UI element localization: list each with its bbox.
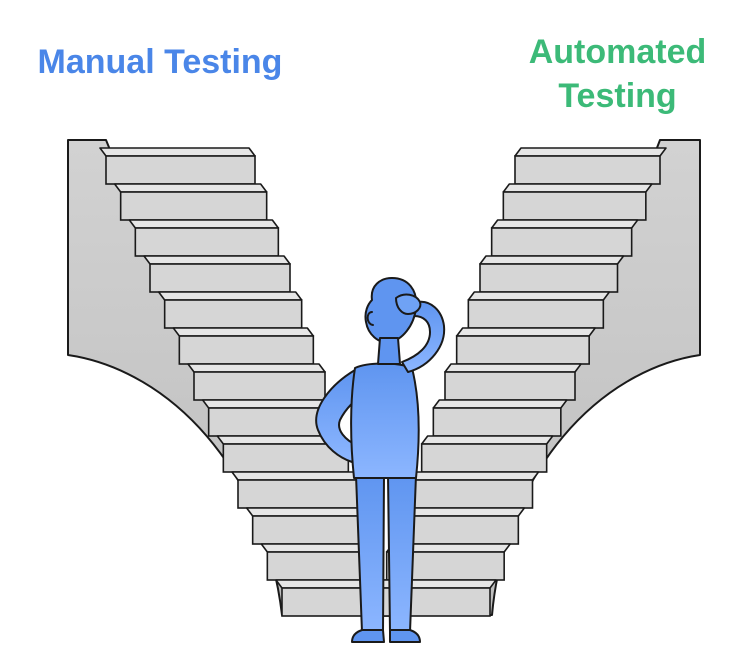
right-stair-riser-2 xyxy=(502,191,647,221)
right-stair-tread-6 xyxy=(455,327,596,337)
left-stair-riser-11 xyxy=(251,515,373,545)
left-stair-tread-1 xyxy=(99,147,256,157)
right-stair-riser-6 xyxy=(455,335,590,365)
person-torso xyxy=(350,362,420,479)
staircase-left-side xyxy=(67,139,301,616)
right-stair-tread-11 xyxy=(397,507,526,517)
left-stair-tread-8 xyxy=(201,399,338,409)
left-stair-riser-1 xyxy=(105,155,256,185)
staircase-right xyxy=(374,139,701,617)
person-neck xyxy=(377,337,401,365)
right-stair-riser-10 xyxy=(409,479,534,509)
person-right-shoe xyxy=(389,629,421,643)
left-stair-riser-2 xyxy=(119,191,268,221)
right-stair-riser-4 xyxy=(479,263,619,293)
right-stair-tread-7 xyxy=(444,363,582,373)
person-ear xyxy=(366,311,374,326)
left-stair-tread-5 xyxy=(157,291,303,301)
staircase-right-steps xyxy=(374,147,667,617)
right-stair-tread-5 xyxy=(467,291,611,301)
confused-person-icon xyxy=(315,277,446,643)
right-stair-tread-9 xyxy=(420,435,554,445)
left-stair-riser-6 xyxy=(178,335,315,365)
right-stair-tread-3 xyxy=(490,219,639,229)
right-stair-riser-11 xyxy=(397,515,520,545)
right-stair-riser-7 xyxy=(444,371,576,401)
left-stair-riser-5 xyxy=(163,299,303,329)
right-stair-tread-8 xyxy=(432,399,568,409)
right-stair-riser-3 xyxy=(490,227,633,257)
right-stair-riser-5 xyxy=(467,299,605,329)
right-stair-riser-8 xyxy=(432,407,562,437)
right-stair-riser-9 xyxy=(420,443,548,473)
left-stair-riser-4 xyxy=(149,263,291,293)
automated-testing-label: Automated Testing xyxy=(528,33,707,115)
left-stair-riser-10 xyxy=(237,479,361,509)
person-left-shoe xyxy=(351,629,385,643)
left-stair-tread-3 xyxy=(128,219,280,229)
right-stair-tread-2 xyxy=(502,183,653,193)
left-stair-tread-2 xyxy=(113,183,268,193)
right-stair-tread-1 xyxy=(514,147,667,157)
left-stair-tread-11 xyxy=(245,507,373,517)
left-stair-riser-7 xyxy=(193,371,326,401)
left-stair-riser-3 xyxy=(134,227,280,257)
staircase-right-side xyxy=(477,139,701,616)
person-right-hand xyxy=(395,293,422,315)
left-stair-tread-4 xyxy=(143,255,291,265)
manual-testing-label: Manual Testing xyxy=(37,43,283,81)
person-right-leg xyxy=(387,474,417,633)
right-stair-tread-10 xyxy=(409,471,540,481)
right-stair-tread-4 xyxy=(479,255,625,265)
left-stair-tread-10 xyxy=(231,471,361,481)
person-left-leg xyxy=(355,474,385,633)
right-stair-riser-1 xyxy=(514,155,661,185)
left-stair-tread-7 xyxy=(187,363,326,373)
left-stair-tread-6 xyxy=(172,327,315,337)
